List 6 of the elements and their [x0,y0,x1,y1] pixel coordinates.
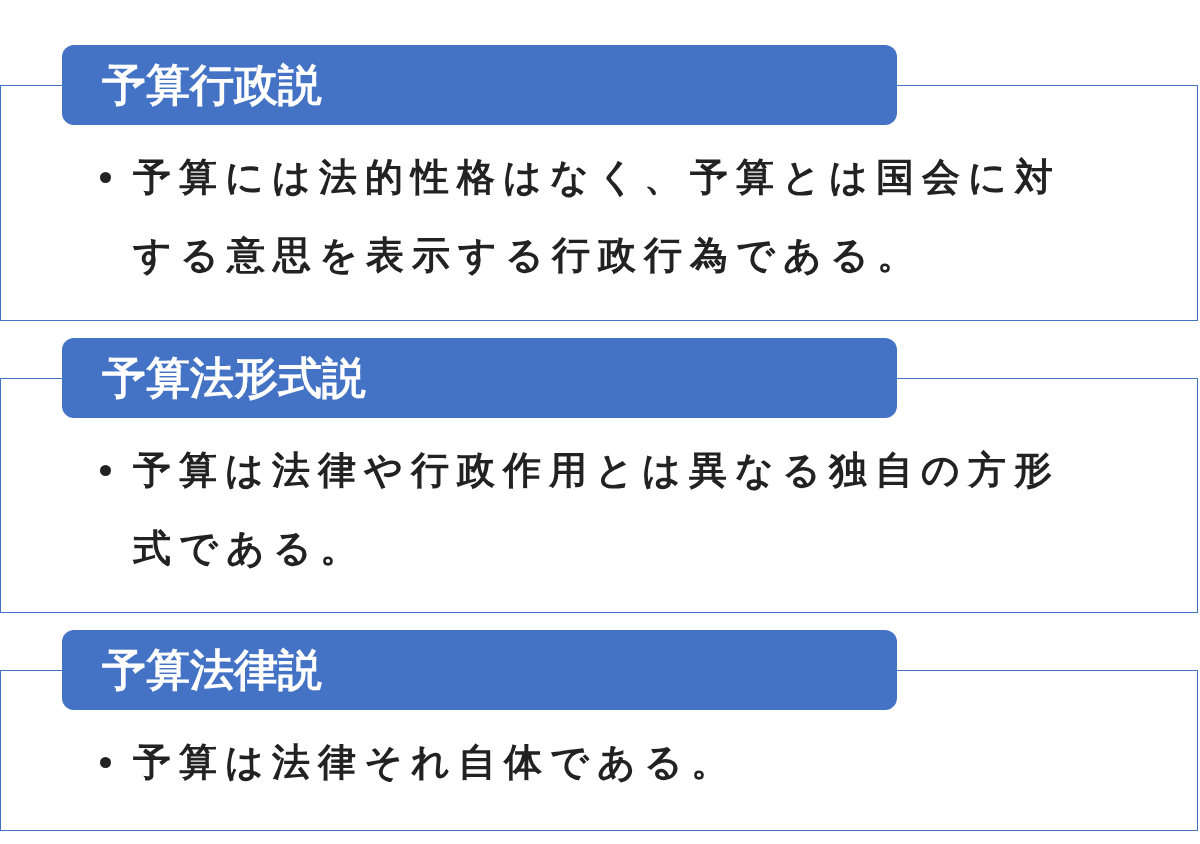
description-text: 予算は法律それ自体である。 [133,739,738,786]
description-text: 予算には法的性格はなく、予算とは国会に対する意思を表示する行政行為である。 [133,154,1062,279]
heading-banner: 予算行政説 [62,45,897,125]
heading-banner: 予算法律説 [62,630,897,710]
description-text: 予算は法律や行政作用とは異なる独自の方形式である。 [133,447,1061,572]
heading-banner: 予算法形式説 [62,338,897,418]
